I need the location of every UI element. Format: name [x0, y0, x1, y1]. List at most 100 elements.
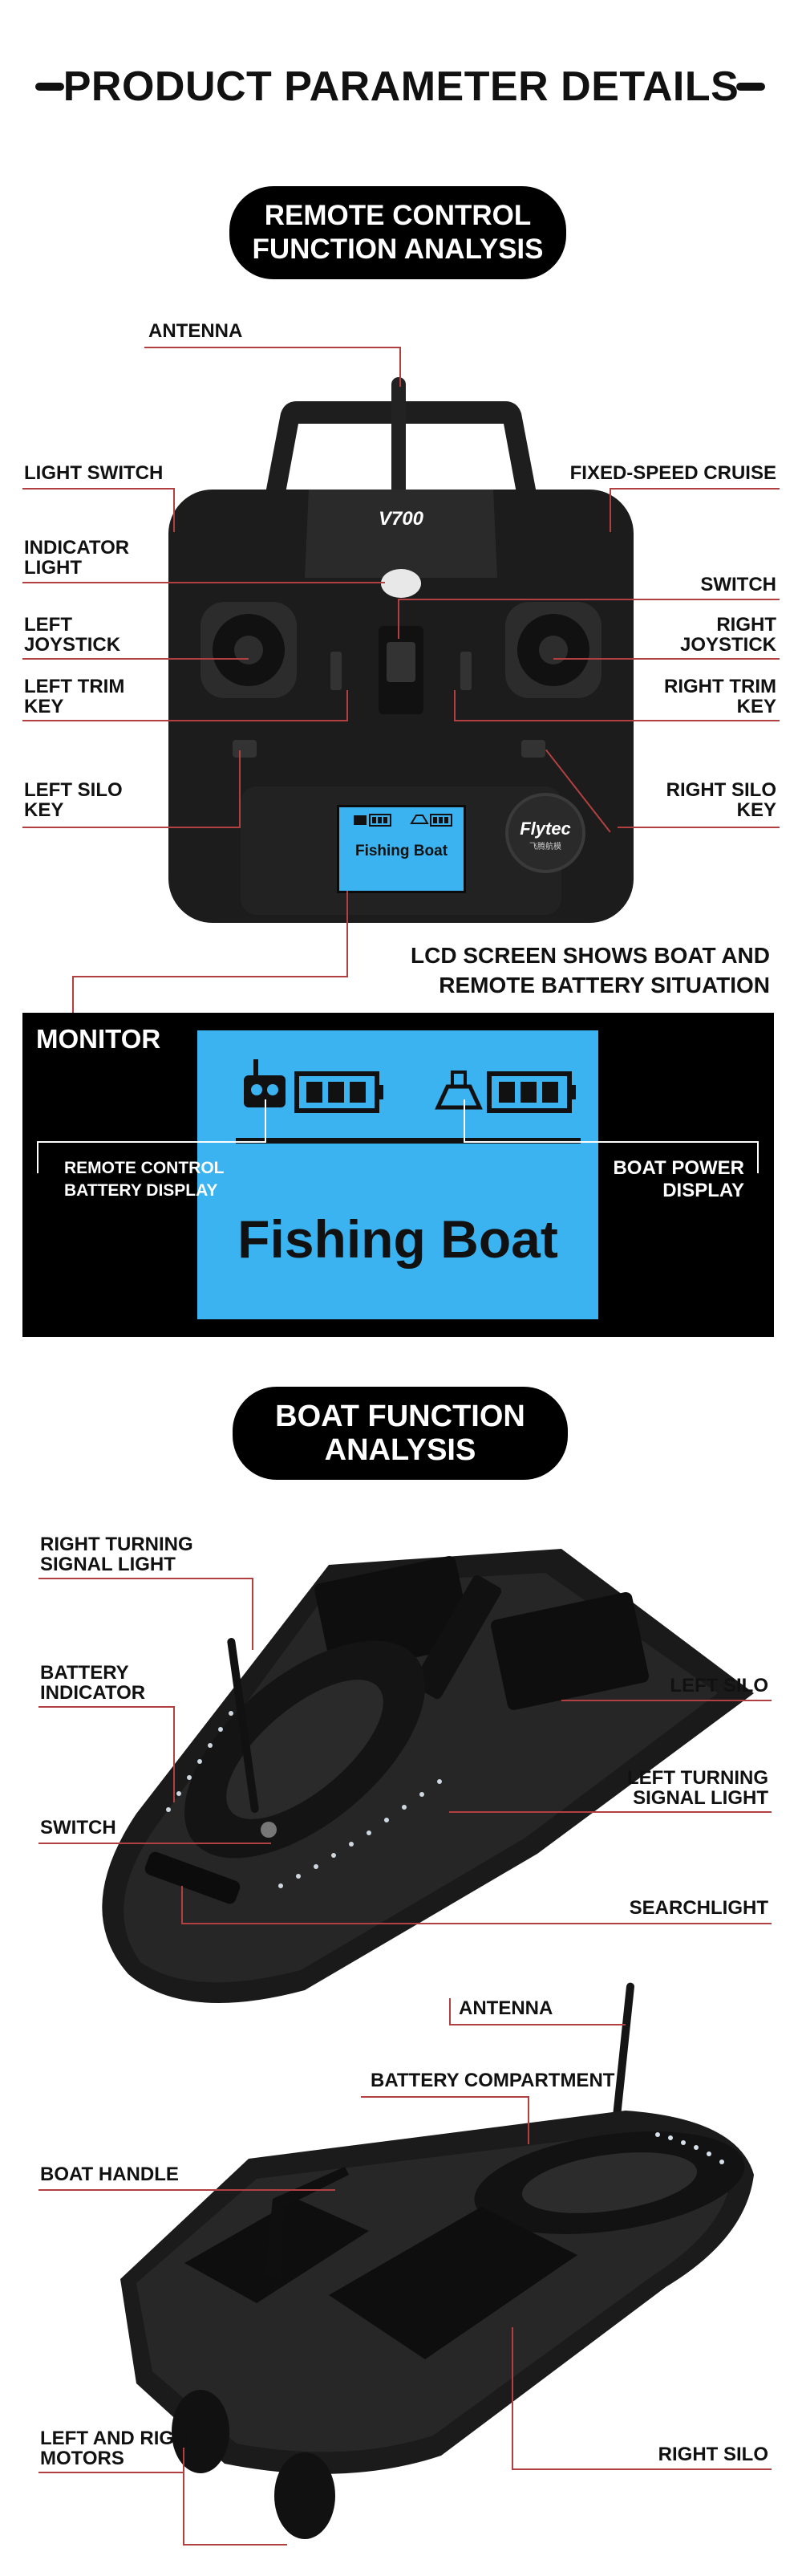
leader-boat-antenna-v	[449, 1998, 451, 2025]
monitor-leader-right-v	[464, 1099, 465, 1143]
leader-switch-v	[398, 599, 399, 639]
leader-right-turning-v	[252, 1578, 253, 1650]
monitor-screen-text: Fishing Boat	[237, 1209, 558, 1269]
leader-boat-right-silo	[512, 2468, 772, 2470]
monitor-panel: MONITOR Fishing Boat REMOTE CONTROL BATT…	[22, 1013, 774, 1337]
label-left-silo-key: LEFT SILO KEY	[24, 779, 123, 821]
label-battery-indicator: BATTERY INDICATOR	[40, 1662, 146, 1704]
boat-pill-line2: ANALYSIS	[324, 1433, 476, 1467]
remote-lcd-text: Fishing Boat	[354, 843, 448, 859]
monitor-screen: Fishing Boat	[197, 1030, 598, 1319]
monitor-leader-right-h	[464, 1141, 759, 1143]
leader-left-trim-v	[346, 690, 348, 721]
leader-left-trim	[22, 720, 348, 721]
leader-right-trim-v	[454, 690, 456, 721]
boat-top-silo-2	[491, 1591, 650, 1710]
leader-lcd-v	[346, 891, 348, 977]
monitor-left-label: REMOTE CONTROL BATTERY DISPLAY	[64, 1159, 225, 1200]
label-left-trim-key: LEFT TRIM KEY	[24, 676, 125, 717]
remote-brand: Flytec 飞腾航模	[505, 819, 585, 851]
monitor-leader-left-v	[265, 1099, 266, 1143]
remote-model-label: V700	[378, 508, 424, 530]
leader-battery-compartment	[361, 2096, 529, 2098]
leader-boat-right-silo-v	[512, 2327, 513, 2470]
label-boat-left-silo: LEFT SILO	[670, 1675, 768, 1696]
remote-brand-sub: 飞腾航模	[529, 843, 561, 851]
remote-lcd-screen: Fishing Boat	[337, 805, 466, 893]
monitor-remote-icon	[244, 1075, 286, 1107]
leader-fixed-speed	[610, 488, 780, 490]
remote-pill-line2: FUNCTION ANALYSIS	[252, 234, 544, 265]
leader-antenna	[144, 347, 401, 348]
leader-lcd-h	[72, 976, 348, 977]
leader-right-joystick	[553, 658, 780, 660]
label-light-switch: LIGHT SWITCH	[24, 462, 164, 484]
remote-pill-line1: REMOTE CONTROL	[264, 200, 532, 231]
boat-side-view	[120, 1982, 754, 2539]
label-motors: LEFT AND RIGHT MOTORS	[40, 2428, 200, 2469]
monitor-boat-icon	[435, 1084, 483, 1110]
boat-side-silo-right	[329, 2207, 577, 2359]
leader-left-turning	[449, 1811, 772, 1813]
left-silo-key-icon	[233, 740, 257, 758]
monitor-battery-icons	[236, 1059, 581, 1144]
remote-controller	[168, 377, 634, 923]
boat-top-searchlight	[144, 1851, 241, 1904]
leader-boat-switch	[38, 1843, 271, 1844]
antenna-icon	[391, 377, 406, 498]
label-right-silo-key: RIGHT SILO KEY	[666, 779, 776, 821]
boat-side-motor-left	[172, 2390, 229, 2473]
leader-left-silo	[22, 827, 241, 828]
leader-lcd-v2	[72, 976, 74, 1013]
monitor-leader-left-h	[37, 1141, 266, 1143]
label-lcd-caption: LCD SCREEN SHOWS BOAT AND REMOTE BATTERY…	[411, 943, 770, 997]
boat-pill-line1: BOAT FUNCTION	[275, 1400, 525, 1433]
label-battery-compartment: BATTERY COMPARTMENT	[371, 2070, 615, 2091]
monitor-title: MONITOR	[36, 1024, 161, 1054]
monitor-separator	[236, 1138, 581, 1144]
label-right-joystick: RIGHT JOYSTICK	[679, 614, 776, 656]
right-trim-key-icon	[460, 652, 472, 690]
boat-top-view	[102, 1549, 755, 2003]
leader-right-silo	[618, 827, 780, 828]
right-silo-key-icon	[521, 740, 545, 758]
leader-searchlight-v	[181, 1886, 183, 1924]
leader-motors-v	[183, 2448, 184, 2546]
boat-top-antenna	[227, 1638, 259, 1813]
leader-antenna-v	[399, 347, 401, 387]
leader-indicator	[22, 582, 385, 583]
monitor-leader-right-v2	[757, 1141, 759, 1173]
label-indicator-light: INDICATOR LIGHT	[24, 537, 130, 579]
leader-motors-h2	[183, 2544, 287, 2546]
boat-side-motor-right	[274, 2452, 335, 2539]
remote-brand-name: Flytec	[520, 819, 571, 839]
leader-left-joystick	[22, 658, 249, 660]
remote-lcd-battery-icons	[354, 814, 452, 827]
left-trim-key-icon	[330, 652, 342, 690]
leader-fixed-speed-v	[610, 488, 611, 532]
header-dash-right	[736, 83, 765, 91]
label-searchlight: SEARCHLIGHT	[629, 1897, 768, 1919]
label-right-turning-signal: RIGHT TURNING SIGNAL LIGHT	[40, 1534, 193, 1575]
leader-right-trim	[454, 720, 780, 721]
monitor-leader-left-v2	[37, 1141, 38, 1173]
label-boat-switch: SWITCH	[40, 1817, 116, 1839]
indicator-light-icon	[381, 569, 421, 598]
label-boat-antenna: ANTENNA	[459, 1997, 553, 2019]
leader-light-switch	[22, 488, 175, 490]
leader-boat-antenna	[449, 2024, 626, 2025]
leader-switch	[398, 599, 780, 600]
leader-left-silo-boat	[561, 1700, 772, 1701]
label-left-turning-signal: LEFT TURNING SIGNAL LIGHT	[627, 1767, 768, 1809]
boat-top-switch-icon	[261, 1822, 277, 1838]
label-antenna: ANTENNA	[148, 320, 243, 342]
boat-top-led-strip	[166, 1711, 442, 1888]
leader-left-silo-v	[239, 750, 241, 827]
boat-section-pill: BOAT FUNCTION ANALYSIS	[233, 1387, 568, 1480]
header-dash-left	[35, 83, 64, 91]
leader-battery-compartment-v	[528, 2096, 529, 2144]
remote-section-pill: REMOTE CONTROL FUNCTION ANALYSIS	[229, 186, 566, 279]
boat-top-handle	[412, 1574, 502, 1700]
label-boat-handle: BOAT HANDLE	[40, 2164, 179, 2185]
leader-light-switch-v	[173, 488, 175, 532]
